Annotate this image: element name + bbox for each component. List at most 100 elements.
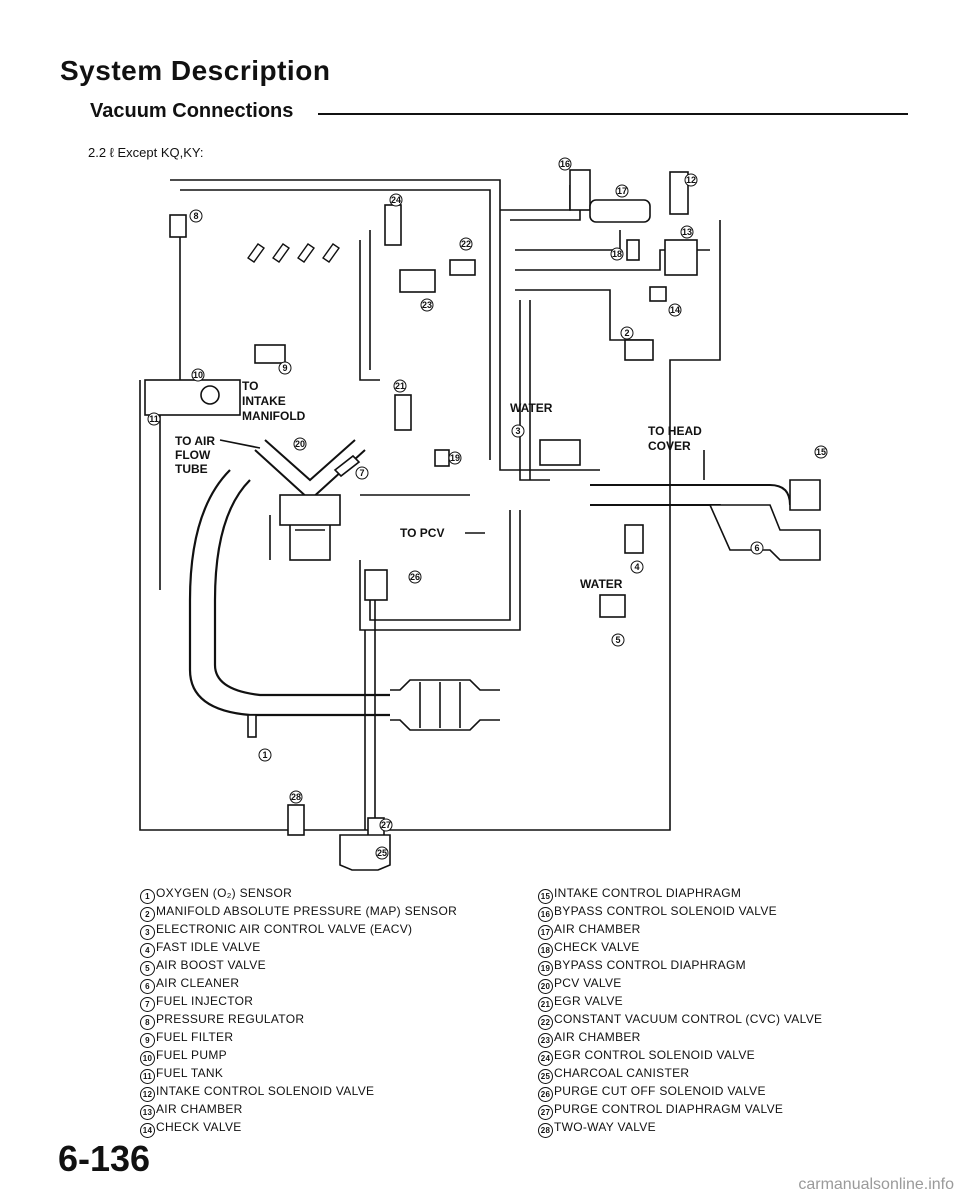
legend-number: 5 [140,961,155,976]
purge-cut-off-solenoid-valve [364,569,388,601]
svg-text:3: 3 [515,426,520,436]
legend-text: OXYGEN (O₂) SENSOR [156,886,293,900]
legend-text: ELECTRONIC AIR CONTROL VALVE (EACV) [156,922,413,936]
two-way-valve [287,804,305,836]
callout-20: 20 [293,437,307,451]
egr-control-solenoid-valve [384,204,402,246]
svg-text:13: 13 [682,227,692,237]
callout-14: 14 [668,303,682,317]
callout-19: 19 [448,451,462,465]
legend-text: AIR CHAMBER [156,1102,243,1116]
legend-text: CHARCOAL CANISTER [554,1066,690,1080]
legend-number: 11 [140,1069,155,1084]
engine-variant: 2.2 ℓ Except KQ,KY: [88,145,204,160]
cvc-valve [449,259,476,276]
section-title: Vacuum Connections [90,100,294,122]
svg-text:10: 10 [193,370,203,380]
legend-number: 25 [538,1069,553,1084]
callout-21: 21 [393,379,407,393]
svg-text:16: 16 [560,159,570,169]
svg-text:22: 22 [461,239,471,249]
legend-text: CHECK VALVE [554,940,640,954]
hose-egr-line [359,240,380,381]
fuel-pump [200,385,220,405]
hose-outer-loop [139,220,721,831]
legend-number: 20 [538,979,553,994]
svg-text:25: 25 [377,848,387,858]
legend-text: MANIFOLD ABSOLUTE PRESSURE (MAP) SENSOR [156,904,458,918]
legend-text: AIR CHAMBER [554,1030,641,1044]
callout-10: 10 [191,368,205,382]
svg-text:1: 1 [262,750,267,760]
bypass-control-diaphragm [789,479,821,511]
legend-number: 9 [140,1033,155,1048]
callout-11: 11 [147,412,161,426]
intake-air-duct [188,469,390,717]
legend-text: CHECK VALVE [156,1120,242,1134]
fuel-tank [144,379,241,416]
egr-valve [394,394,412,431]
legend-number: 12 [140,1087,155,1102]
callout-12: 12 [684,173,698,187]
label-to-head-cover-1: TO HEAD [648,424,702,438]
callout-2: 2 [620,326,634,340]
svg-text:24: 24 [391,195,401,205]
label-to-intake-manifold-2: INTAKE [242,394,286,408]
legend-text: BYPASS CONTROL DIAPHRAGM [554,958,746,972]
fuel-filter [254,344,286,364]
svg-text:19: 19 [450,453,460,463]
callout-4: 4 [630,560,644,574]
vacuum-connections-diagram: 1 2 3 4 5 6 7 8 9 10 11 12 13 14 15 16 1… [139,157,828,871]
legend-text: CONSTANT VACUUM CONTROL (CVC) VALVE [554,1012,823,1026]
bypass-control-solenoid-valve [569,169,591,211]
pressure-regulator [169,214,187,238]
svg-text:2: 2 [624,328,629,338]
engine-block [254,439,366,561]
intake-control-solenoid-valve [669,171,689,215]
air-intake-tube [590,484,791,506]
label-to-head-cover-2: COVER [648,439,691,453]
svg-text:28: 28 [291,792,301,802]
callout-22: 22 [459,237,473,251]
label-to-intake-manifold-3: MANIFOLD [242,409,306,423]
legend-number: 22 [538,1015,553,1030]
legend-number: 18 [538,943,553,958]
air-boost-valve [599,594,626,618]
legend-text: EGR VALVE [554,994,623,1008]
legend-number: 19 [538,961,553,976]
intake-air-duct-inner [213,479,390,697]
catalytic-converter [390,679,500,731]
callout-24: 24 [389,193,403,207]
svg-text:12: 12 [686,175,696,185]
svg-text:14: 14 [670,305,680,315]
label-water-lower: WATER [580,577,623,591]
legend-text: PURGE CONTROL DIAPHRAGM VALVE [554,1102,784,1116]
callout-9: 9 [278,361,292,375]
legend-text: AIR CHAMBER [554,922,641,936]
callout-27: 27 [379,818,393,832]
fuel-injector-main [333,454,361,478]
label-to-intake-manifold-1: TO [242,379,258,393]
callout-7: 7 [355,466,369,480]
svg-text:21: 21 [395,381,405,391]
page-title: System Description [60,55,331,86]
svg-text:4: 4 [634,562,639,572]
hose-right-bus-1 [500,185,571,211]
map-sensor [624,339,654,361]
callout-5: 5 [611,633,625,647]
callout-3: 3 [511,424,525,438]
callout-18: 18 [610,247,624,261]
callout-28: 28 [289,790,303,804]
charcoal-canister [339,834,391,871]
